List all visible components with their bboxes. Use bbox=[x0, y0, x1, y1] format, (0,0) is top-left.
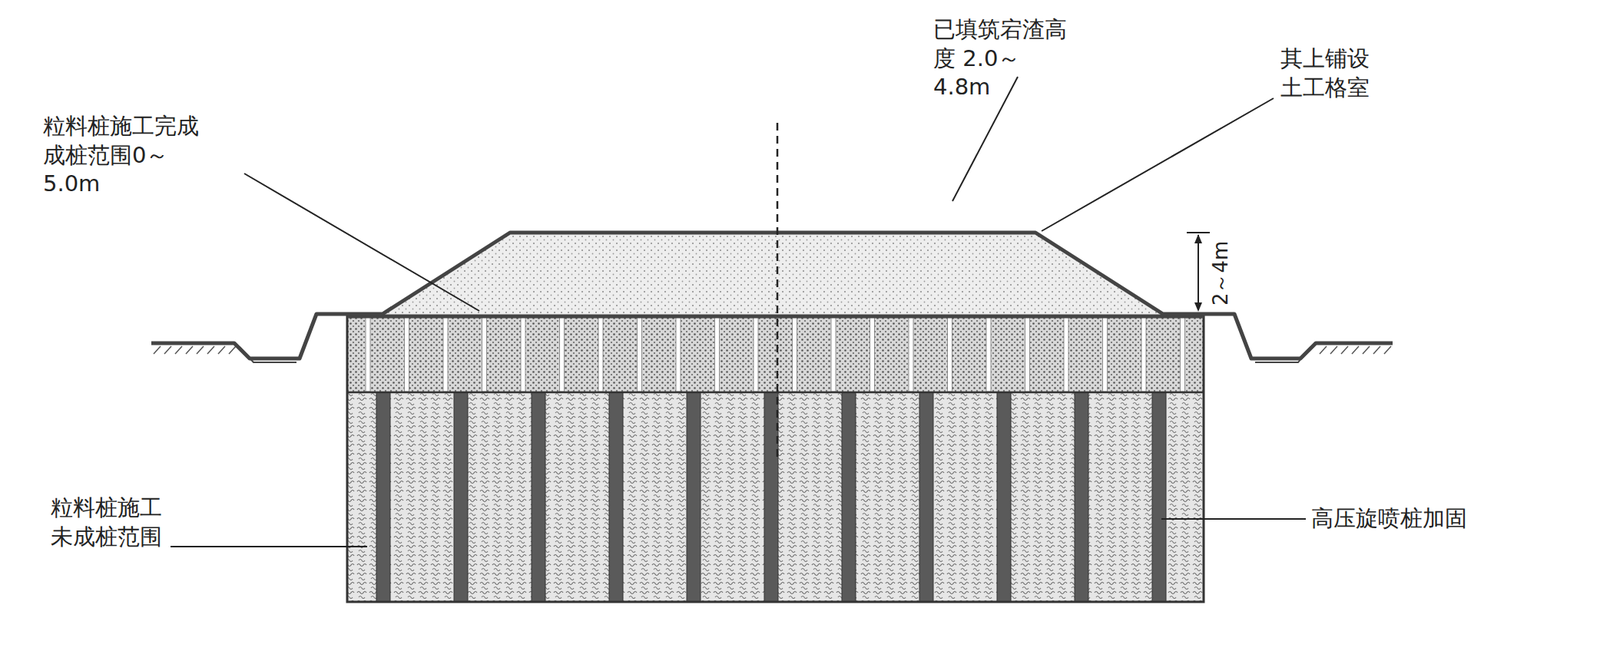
jet-grout-note: 高压旋喷桩加固 bbox=[1311, 504, 1468, 534]
embankment-fill bbox=[382, 232, 1163, 316]
granular-pile bbox=[715, 317, 720, 392]
fill-height-note: 已填筑宕渣高 度 2.0～4.8m bbox=[933, 15, 1067, 103]
ground-hatch-stroke bbox=[1341, 346, 1349, 355]
ground-hatch-stroke bbox=[207, 346, 215, 355]
granular-pile bbox=[870, 317, 875, 392]
granular-pile bbox=[986, 317, 991, 392]
jet-grout-pile bbox=[919, 392, 934, 603]
granular-pile bbox=[598, 317, 603, 392]
center-line bbox=[776, 122, 779, 460]
granular-pile bbox=[1180, 317, 1186, 392]
foundation-outline bbox=[347, 316, 1204, 603]
dimension-line bbox=[1197, 235, 1200, 311]
pile-columns bbox=[365, 317, 1186, 603]
ground-hatch-stroke bbox=[175, 346, 183, 355]
dimension-text: 2～4m bbox=[1208, 238, 1235, 309]
granular-pile bbox=[1103, 317, 1108, 392]
ground-hatch-stroke bbox=[1384, 346, 1392, 355]
ground-hatch-stroke bbox=[196, 346, 204, 355]
geocell-note: 其上铺设 土工格室 bbox=[1280, 44, 1370, 103]
granular-pile bbox=[908, 317, 914, 392]
granular-pile bbox=[792, 317, 798, 392]
jet-grout-pile bbox=[686, 392, 701, 603]
ground-hatch-stroke bbox=[218, 346, 226, 355]
ground-hatch-stroke bbox=[1362, 346, 1370, 355]
granular-pile bbox=[637, 317, 643, 392]
completed-pile-note: 粒料桩施工完成 成桩范围0～5.0m bbox=[43, 112, 199, 199]
completed-pile-layer bbox=[347, 316, 1204, 393]
ground-hatch bbox=[153, 346, 1392, 355]
granular-pile bbox=[365, 317, 371, 392]
embankment-base bbox=[347, 314, 1204, 319]
granular-pile bbox=[947, 317, 953, 392]
jet-grout-pile bbox=[764, 392, 779, 603]
granular-pile bbox=[482, 317, 487, 392]
granular-pile bbox=[675, 317, 681, 392]
jet-grout-pile bbox=[531, 392, 546, 603]
granular-pile bbox=[443, 317, 448, 392]
layer-boundary bbox=[347, 391, 1204, 395]
ground-hatch-stroke bbox=[1373, 346, 1381, 355]
leader-line bbox=[170, 546, 368, 548]
leader-line bbox=[1161, 518, 1306, 521]
granular-pile bbox=[404, 317, 410, 392]
granular-pile bbox=[1025, 317, 1031, 392]
granular-pile bbox=[520, 317, 526, 392]
ground-hatch-stroke bbox=[164, 346, 172, 355]
granular-pile bbox=[559, 317, 565, 392]
dimension-tick bbox=[1186, 231, 1210, 234]
leader-line bbox=[244, 173, 480, 312]
ditch-line bbox=[239, 347, 297, 363]
jet-grout-pile bbox=[997, 392, 1011, 603]
jet-grout-pile bbox=[1074, 392, 1089, 603]
jet-grout-pile bbox=[453, 392, 468, 603]
ground-hatch-stroke bbox=[185, 346, 193, 355]
leader-line bbox=[1041, 98, 1274, 232]
ground-hatch-stroke bbox=[228, 346, 236, 355]
granular-pile bbox=[753, 317, 759, 392]
granular-pile bbox=[1063, 317, 1069, 392]
ground-hatch-stroke bbox=[153, 346, 161, 355]
ground-hatch-stroke bbox=[1351, 346, 1359, 355]
ditch-line bbox=[1255, 347, 1311, 363]
jet-grout-pile bbox=[609, 392, 623, 603]
granular-pile bbox=[1141, 317, 1147, 392]
ground-hatch-stroke bbox=[1319, 346, 1327, 355]
granular-pile bbox=[831, 317, 836, 392]
jet-grout-pile bbox=[841, 392, 856, 603]
dimension-arrows bbox=[1194, 234, 1203, 312]
jet-grout-pile bbox=[376, 392, 391, 603]
geocell-surface bbox=[151, 232, 1393, 359]
unfinished-pile-note: 粒料桩施工 未成桩范围 bbox=[50, 493, 163, 552]
ground-hatch-stroke bbox=[1330, 346, 1338, 355]
unfinished-pile-layer bbox=[347, 392, 1204, 603]
jet-grout-pile bbox=[1152, 392, 1167, 603]
